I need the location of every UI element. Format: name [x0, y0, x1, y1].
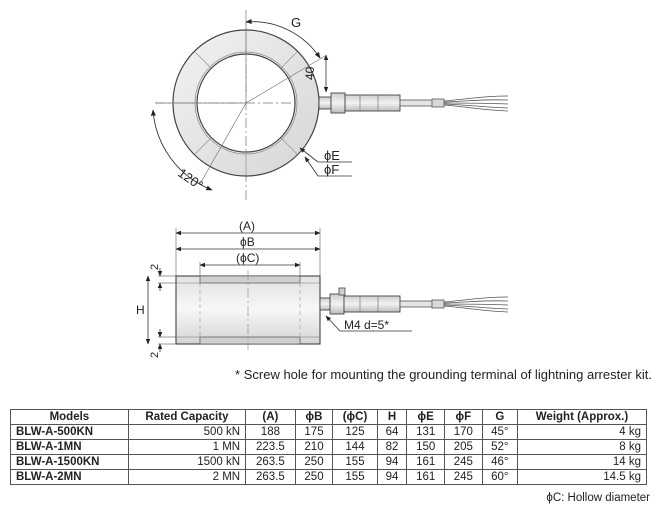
cell-c: 125	[332, 424, 378, 440]
cell-e: 131	[406, 424, 445, 440]
screw-label: M4 d=5*	[344, 318, 389, 332]
cell-weight: 14 kg	[516, 454, 648, 470]
cell-capacity: 2 MN	[127, 469, 247, 485]
table-row: BLW-A-2MN 2 MN 263.5 250 155 94 161 245 …	[10, 469, 648, 485]
cell-model: BLW-A-2MN	[10, 469, 129, 485]
header-weight: Weight (Approx.)	[516, 409, 648, 425]
cell-model: BLW-A-1MN	[10, 439, 129, 455]
header-b: ϕB	[294, 409, 334, 425]
cell-h: 94	[376, 469, 408, 485]
cable-connector	[318, 92, 445, 114]
top-view: G 40 120° ϕE ϕF	[150, 10, 509, 200]
cell-a: 223.5	[245, 439, 296, 455]
cell-f: 245	[443, 454, 483, 470]
dim-h-label: H	[136, 303, 145, 317]
header-e: ϕE	[406, 409, 445, 425]
cell-model: BLW-A-1500KN	[10, 454, 129, 470]
cell-f: 170	[443, 424, 483, 440]
screw-note: * Screw hole for mounting the grounding …	[235, 367, 652, 382]
technical-drawing: G 40 120° ϕE ϕF (A)	[136, 10, 509, 358]
dim-b-label: ϕB	[240, 235, 255, 249]
table-row: BLW-A-500KN 500 kN 188 175 125 64 131 17…	[10, 424, 648, 440]
cell-weight: 8 kg	[516, 439, 648, 455]
header-rated-capacity: Rated Capacity	[127, 409, 247, 425]
dim-f-label: ϕF	[324, 162, 339, 177]
side-view: (A) ϕB (ϕC) H 2 2	[136, 219, 509, 358]
header-h: H	[376, 409, 408, 425]
cell-f: 245	[443, 469, 483, 485]
dim-2-top-label: 2	[149, 264, 161, 270]
header-g: G	[481, 409, 518, 425]
cell-b: 250	[294, 469, 334, 485]
cell-capacity: 1 MN	[127, 439, 247, 455]
cell-e: 150	[406, 439, 445, 455]
cell-h: 82	[376, 439, 408, 455]
cell-g: 45°	[481, 424, 518, 440]
cell-h: 94	[376, 454, 408, 470]
cell-g: 52°	[481, 439, 518, 455]
cell-weight: 14.5 kg	[516, 469, 648, 485]
header-c: (ϕC)	[332, 409, 378, 425]
dim-c-label: (ϕC)	[236, 251, 259, 265]
cell-g: 46°	[481, 454, 518, 470]
table-row: BLW-A-1MN 1 MN 223.5 210 144 82 150 205 …	[10, 439, 648, 455]
cell-f: 205	[443, 439, 483, 455]
cell-capacity: 1500 kN	[127, 454, 247, 470]
table-row: BLW-A-1500KN 1500 kN 263.5 250 155 94 16…	[10, 454, 648, 470]
cell-c: 144	[332, 439, 378, 455]
dim-g-label: G	[291, 15, 301, 30]
side-cable-connector	[319, 287, 445, 315]
cell-c: 155	[332, 454, 378, 470]
table-header-row: Models Rated Capacity (A) ϕB (ϕC) H ϕE ϕ…	[10, 409, 648, 425]
side-cable-wires	[443, 296, 509, 313]
cell-c: 155	[332, 469, 378, 485]
cell-g: 60°	[481, 469, 518, 485]
cell-e: 161	[406, 454, 445, 470]
cell-b: 175	[294, 424, 334, 440]
cell-a: 263.5	[245, 469, 296, 485]
cell-b: 250	[294, 454, 334, 470]
cell-capacity: 500 kN	[127, 424, 247, 440]
cell-b: 210	[294, 439, 334, 455]
hollow-diameter-footnote: ϕC: Hollow diameter	[546, 492, 650, 504]
cell-a: 188	[245, 424, 296, 440]
cell-model: BLW-A-500KN	[10, 424, 129, 440]
cell-weight: 4 kg	[516, 424, 648, 440]
dim-40-label: 40	[303, 66, 317, 80]
dim-e-label: ϕE	[324, 148, 340, 163]
dim-a-label: (A)	[239, 219, 255, 233]
spec-table: Models Rated Capacity (A) ϕB (ϕC) H ϕE ϕ…	[10, 409, 648, 485]
dim-2-bottom-label: 2	[149, 352, 161, 358]
cell-a: 263.5	[245, 454, 296, 470]
header-a: (A)	[245, 409, 296, 425]
cable-wires	[443, 95, 509, 112]
header-models: Models	[10, 409, 129, 425]
cell-h: 64	[376, 424, 408, 440]
cell-e: 161	[406, 469, 445, 485]
header-f: ϕF	[443, 409, 483, 425]
dim-angle-label: 120°	[175, 165, 206, 193]
